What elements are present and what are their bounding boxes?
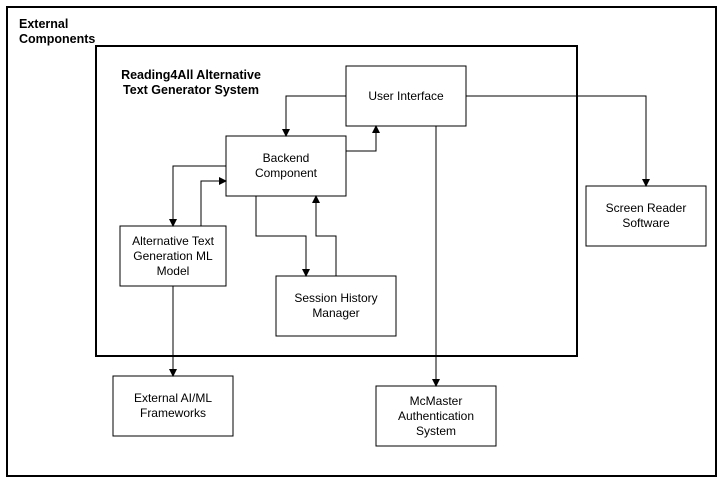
backend-label: Backend Component: [254, 151, 318, 180]
edge-backend-to-session: [255, 196, 310, 277]
system-boundary: [95, 45, 578, 357]
mcmaster-auth-label: McMaster Authentication System: [397, 393, 475, 438]
node-mcmaster-auth: [375, 385, 497, 447]
external-ai-label: External AI/ML Frameworks: [133, 391, 213, 420]
system-label: Reading4All Alternative Text Generator S…: [121, 68, 261, 97]
node-screen-reader: [585, 185, 707, 247]
node-user-interface: [345, 65, 467, 127]
edge-model-to-backend: [200, 177, 227, 226]
node-external-ai: [112, 375, 234, 437]
edge-ui-to-screen-reader: [466, 95, 650, 187]
edge-session-to-backend: [312, 195, 337, 276]
external-components-label: External Components: [19, 17, 96, 46]
edge-backend-to-model: [169, 165, 226, 227]
screen-reader-label: Screen Reader Software: [605, 201, 687, 230]
node-session-history: [275, 275, 397, 337]
external-components-frame: [6, 6, 717, 477]
edge-ui-to-backend: [282, 95, 346, 137]
edge-backend-to-ui: [346, 125, 380, 152]
alt-text-model-label: Alternative Text Generation ML Model: [132, 233, 214, 278]
node-alt-text-model: [119, 225, 227, 287]
session-history-label: Session History Manager: [294, 291, 378, 320]
user-interface-label: User Interface: [368, 88, 444, 103]
